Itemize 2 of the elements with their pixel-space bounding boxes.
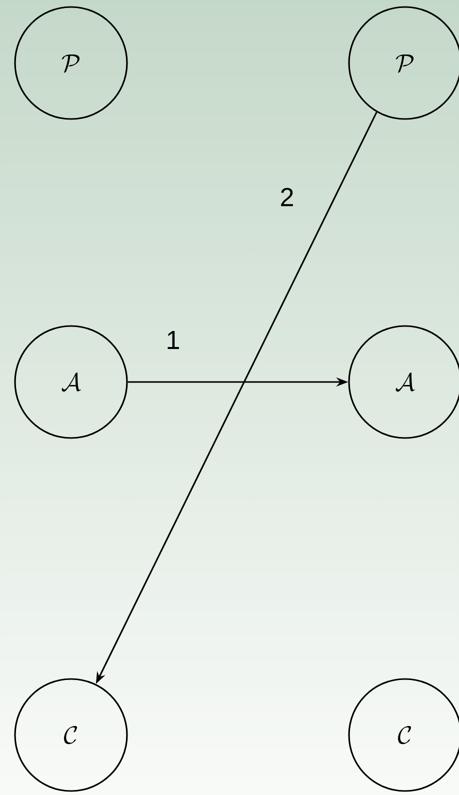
edge-label: 1 xyxy=(168,331,179,349)
edge-label: 2 xyxy=(281,188,293,206)
